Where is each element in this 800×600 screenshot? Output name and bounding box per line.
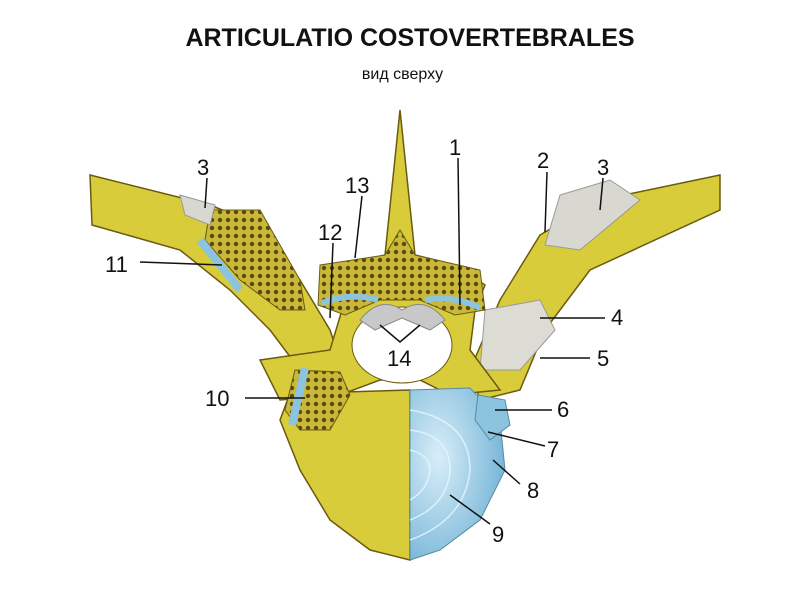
label-10: 10 bbox=[205, 386, 229, 411]
disc-rings bbox=[409, 409, 471, 541]
label-12: 12 bbox=[318, 220, 342, 245]
left-ligament bbox=[179, 194, 216, 226]
label-3-right: 3 bbox=[597, 155, 609, 180]
left-rib-head bbox=[204, 209, 306, 311]
diagram-title: ARTICULATIO COSTOVERTEBRALES bbox=[185, 24, 635, 52]
label-4: 4 bbox=[611, 305, 623, 330]
right-rib-head bbox=[474, 394, 511, 441]
label-11: 11 bbox=[105, 252, 128, 277]
costotransverse-cartilage-right bbox=[424, 295, 482, 311]
leader-lines bbox=[139, 157, 605, 525]
costotransverse-cartilage-left bbox=[320, 293, 379, 306]
label-1: 1 bbox=[449, 135, 461, 160]
label-3-left: 3 bbox=[197, 155, 209, 180]
label-8: 8 bbox=[527, 478, 539, 503]
diagram-subtitle: вид сверху bbox=[361, 66, 444, 83]
transverse-process-section bbox=[317, 229, 486, 316]
label-13: 13 bbox=[345, 173, 369, 198]
label-2: 2 bbox=[537, 148, 549, 173]
rib-head-cartilage bbox=[288, 367, 309, 426]
label-7: 7 bbox=[547, 437, 559, 462]
label-6: 6 bbox=[557, 397, 569, 422]
ligamentum-flavum bbox=[359, 303, 446, 331]
label-9: 9 bbox=[492, 522, 504, 547]
right-ligament bbox=[544, 179, 641, 251]
radiate-ligament bbox=[479, 299, 556, 371]
label-14: 14 bbox=[387, 346, 411, 371]
label-5: 5 bbox=[597, 346, 609, 371]
